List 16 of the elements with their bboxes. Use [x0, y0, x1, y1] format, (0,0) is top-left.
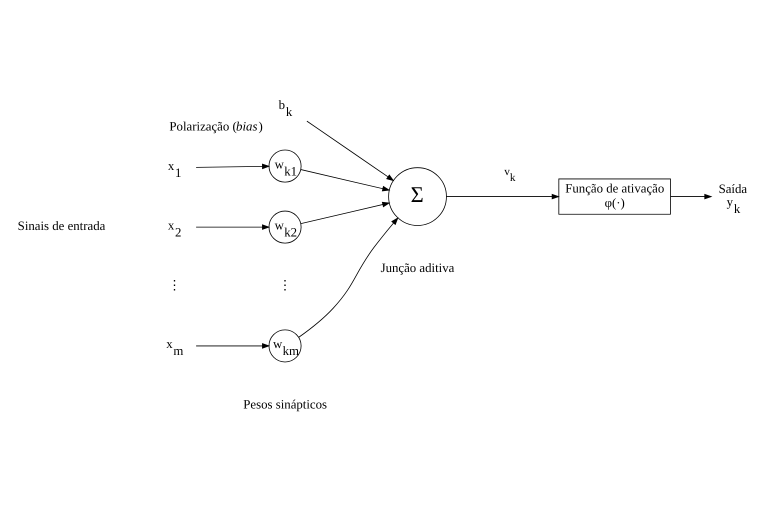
arrow	[196, 342, 270, 348]
node-label: Polarização (bias)	[169, 119, 263, 134]
label: Pesos sinápticos	[243, 396, 328, 411]
node-label: Junção aditiva	[380, 260, 454, 274]
arrow	[446, 193, 560, 199]
node-box: Função de ativação φ(·)	[558, 178, 671, 214]
arrow	[196, 163, 270, 169]
arrow	[306, 120, 394, 181]
arrow	[196, 224, 270, 230]
arrow	[300, 168, 390, 191]
arrow	[298, 216, 399, 338]
arrow	[670, 193, 712, 199]
label: Sinais de entrada	[18, 218, 106, 233]
label: ⋮	[168, 278, 181, 292]
arrow	[300, 201, 390, 224]
label: ⋮	[278, 278, 292, 292]
